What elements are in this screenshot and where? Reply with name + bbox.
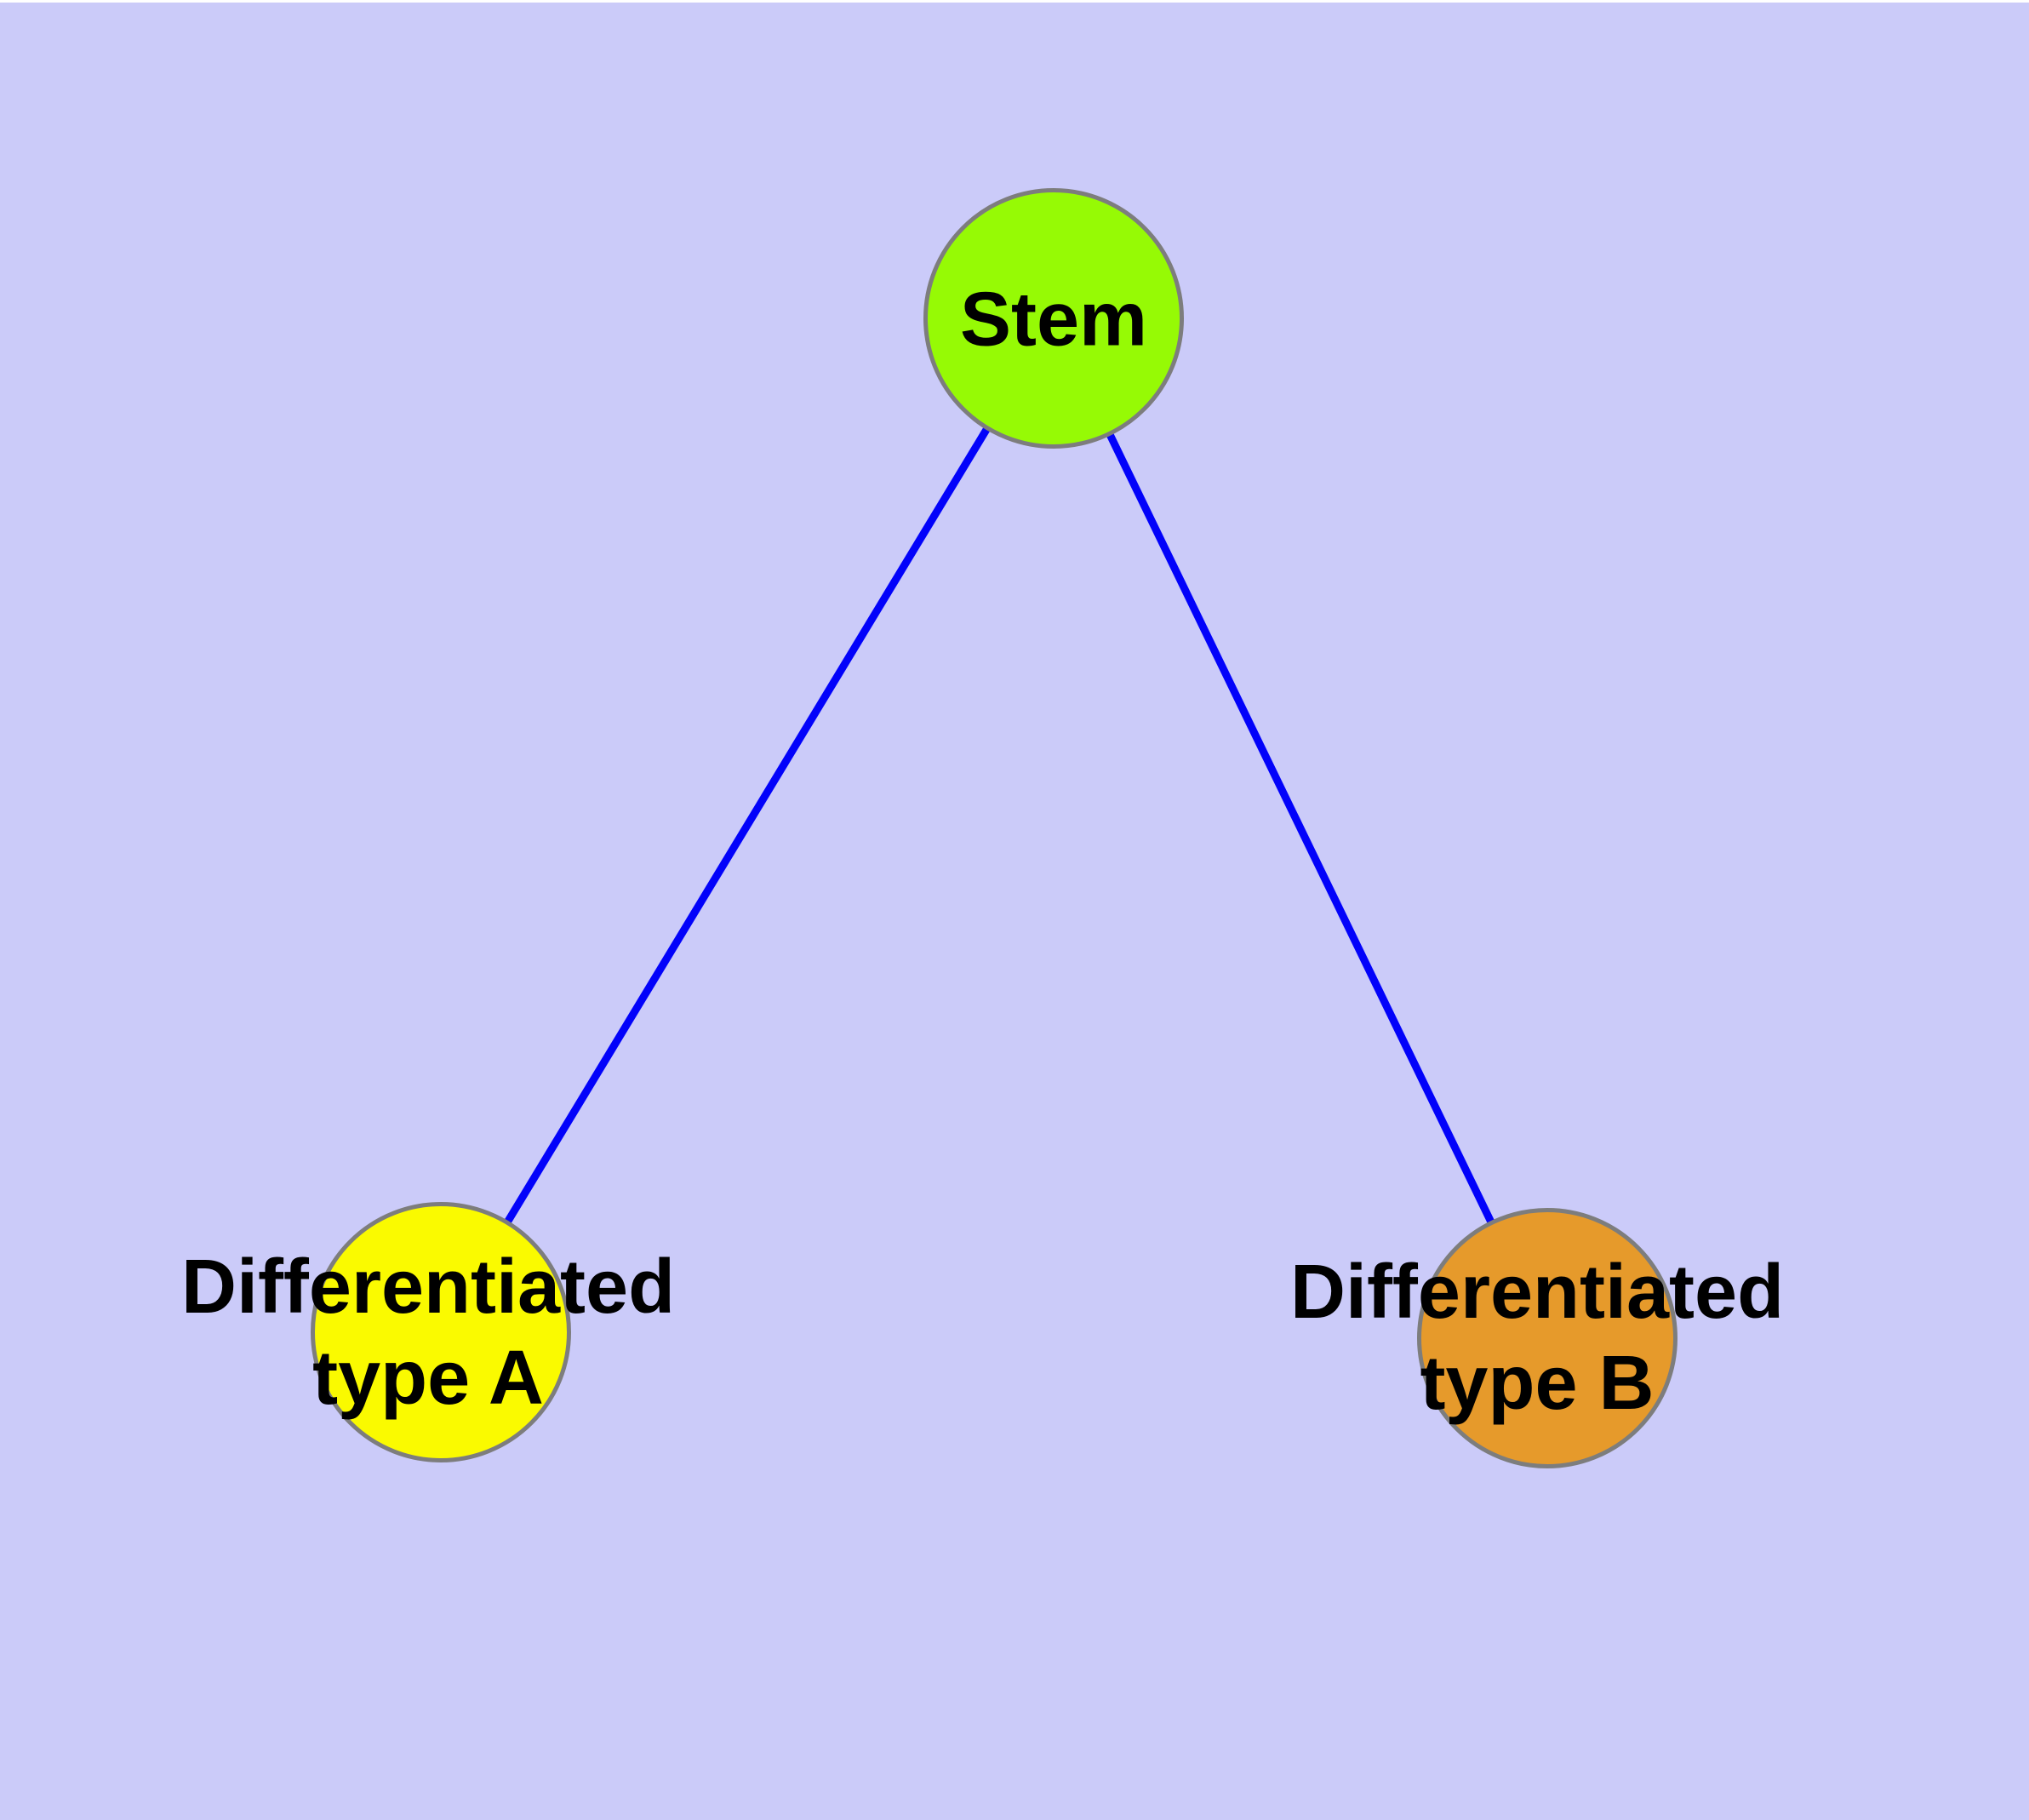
node-label-differentiated-type-a: Differentiated type A (181, 1242, 675, 1424)
edge-stem-to-type-a (437, 316, 1057, 1335)
node-label-line: Differentiated (180, 1245, 676, 1330)
node-differentiated-type-a (311, 1202, 571, 1462)
node-label-differentiated-type-b: Differentiated type B (1290, 1247, 1784, 1429)
node-stem (923, 188, 1184, 449)
node-label-line: type A (312, 1336, 544, 1421)
edge-stem-to-type-b (1049, 317, 1552, 1340)
node-differentiated-type-b (1417, 1208, 1677, 1468)
node-label-stem: Stem (959, 277, 1148, 363)
node-label-line: type B (1420, 1341, 1655, 1426)
node-label-line: Differentiated (1289, 1250, 1785, 1335)
